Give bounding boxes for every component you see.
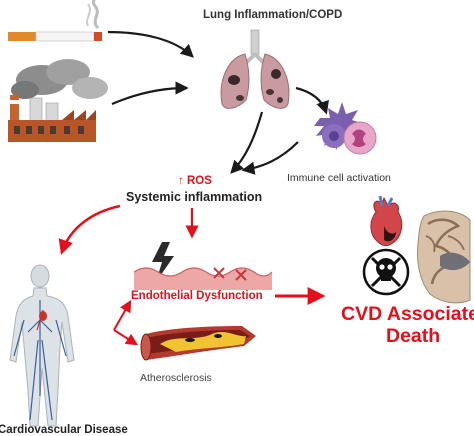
cardiovascular-disease-label: Cardiovascular Disease — [0, 424, 128, 436]
arrow-factory-to-lungs — [111, 81, 189, 106]
heart-icon — [370, 195, 403, 246]
artery-plaque-icon — [140, 326, 256, 361]
arrow-lungs-to-immune — [295, 86, 329, 115]
endothelial-dysfunction-label: Endothelial Dysfunction — [131, 290, 263, 302]
lung-inflammation-title: Lung Inflammation/COPD — [203, 9, 343, 21]
ros-text: ROS — [186, 175, 212, 187]
lungs-icon — [220, 29, 290, 109]
systemic-inflammation-label: Systemic inflammation — [126, 190, 263, 204]
arrow-body-to-endothelium — [113, 299, 132, 331]
cigarette-icon — [8, 0, 102, 42]
skull-crossbones-icon — [362, 248, 410, 296]
immune-cells-icon — [314, 102, 377, 155]
ros-label: ↑ ROS — [178, 175, 212, 187]
factory-icon — [8, 59, 108, 142]
cvd-death-label-line2: Death — [386, 325, 441, 347]
immune-activation-label: Immune cell activation — [287, 172, 391, 184]
arrow-cigarette-to-lungs — [107, 30, 194, 58]
arrow-systemic-to-body — [58, 204, 121, 255]
arrow-body-to-artery — [113, 329, 139, 346]
brain-icon — [417, 210, 471, 304]
endothelium-strip — [133, 267, 273, 290]
up-arrow-icon: ↑ — [178, 175, 184, 187]
human-body-icon — [9, 264, 75, 427]
arrow-lungs-to-systemic — [230, 111, 264, 174]
lightning-icon — [152, 242, 174, 282]
cvd-death-label-line1: CVD Associated — [341, 303, 474, 325]
atherosclerosis-label: Atherosclerosis — [140, 372, 212, 384]
arrow-immune-to-systemic — [241, 141, 299, 175]
